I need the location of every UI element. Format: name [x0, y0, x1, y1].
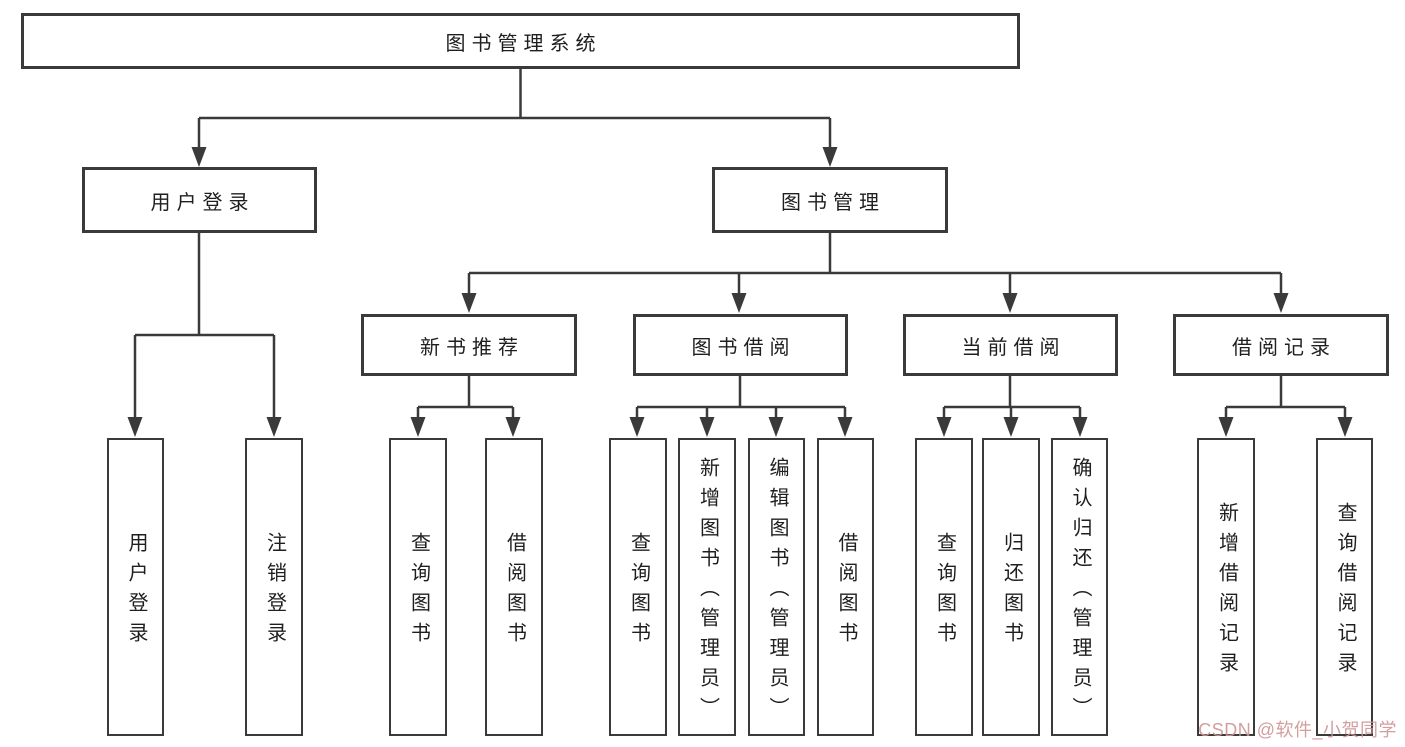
leaf-current-return-books-label: 归还图书 — [1000, 532, 1023, 652]
leaf-current-confirm-return-admin-label: 确认归还（管理员） — [1069, 457, 1091, 727]
node-borrow-records-label: 借阅记录 — [1232, 336, 1336, 359]
leaf-borrow-add-books-admin: 新增图书（管理员） — [678, 438, 736, 736]
leaf-recommend-query-books-label: 查询图书 — [407, 532, 430, 652]
node-book-mgmt: 图书管理 — [712, 167, 948, 233]
leaf-current-return-books: 归还图书 — [982, 438, 1040, 736]
connector-current-borrow-branch — [936, 376, 1088, 437]
leaf-current-query-books: 查询图书 — [915, 438, 973, 736]
leaf-borrow-borrow-books-label: 借阅图书 — [835, 532, 857, 652]
connector-book-borrow-branch — [629, 376, 853, 437]
connector-root-to-level1 — [191, 69, 838, 167]
connector-user-login-branch — [127, 233, 282, 437]
node-current-borrow: 当前借阅 — [903, 314, 1118, 376]
leaf-logout-label: 注销登录 — [263, 532, 286, 652]
node-borrow-records: 借阅记录 — [1173, 314, 1389, 376]
leaf-logout: 注销登录 — [245, 438, 303, 736]
csdn-watermark: CSDN @软件_小贺同学 — [1198, 720, 1397, 740]
leaf-records-query-record: 查询借阅记录 — [1316, 438, 1373, 736]
leaf-recommend-borrow-books: 借阅图书 — [485, 438, 543, 736]
connector-book-mgmt-to-level2 — [461, 233, 1289, 313]
node-library-system: 图书管理系统 — [21, 13, 1020, 69]
leaf-current-query-books-label: 查询图书 — [933, 532, 956, 652]
leaf-borrow-edit-books-admin-label: 编辑图书（管理员） — [766, 457, 788, 727]
leaf-user-login: 用户登录 — [107, 438, 164, 736]
leaf-records-add-record: 新增借阅记录 — [1197, 438, 1255, 736]
connector-borrow-record-branch — [1218, 376, 1353, 437]
node-library-system-label: 图书管理系统 — [445, 32, 602, 55]
node-new-book-recommend-label: 新书推荐 — [420, 336, 524, 359]
node-book-borrow-label: 图书借阅 — [691, 336, 796, 359]
node-user-login-label: 用户登录 — [150, 191, 255, 214]
leaf-records-query-record-label: 查询借阅记录 — [1334, 502, 1356, 682]
node-current-borrow-label: 当前借阅 — [961, 336, 1066, 359]
leaf-current-confirm-return-admin: 确认归还（管理员） — [1051, 438, 1108, 736]
leaf-borrow-query-books-label: 查询图书 — [627, 532, 650, 652]
node-user-login: 用户登录 — [82, 167, 317, 233]
leaf-user-login-label: 用户登录 — [125, 532, 147, 652]
leaf-borrow-edit-books-admin: 编辑图书（管理员） — [748, 438, 805, 736]
leaf-borrow-add-books-admin-label: 新增图书（管理员） — [696, 457, 719, 727]
connector-new-book-branch — [410, 376, 521, 437]
leaf-recommend-query-books: 查询图书 — [389, 438, 447, 736]
node-book-borrow: 图书借阅 — [633, 314, 848, 376]
node-new-book-recommend: 新书推荐 — [361, 314, 577, 376]
leaf-recommend-borrow-books-label: 借阅图书 — [503, 532, 526, 652]
leaf-borrow-query-books: 查询图书 — [609, 438, 667, 736]
node-book-mgmt-label: 图书管理 — [781, 191, 885, 214]
leaf-records-add-record-label: 新增借阅记录 — [1215, 502, 1238, 682]
leaf-borrow-borrow-books: 借阅图书 — [817, 438, 874, 736]
